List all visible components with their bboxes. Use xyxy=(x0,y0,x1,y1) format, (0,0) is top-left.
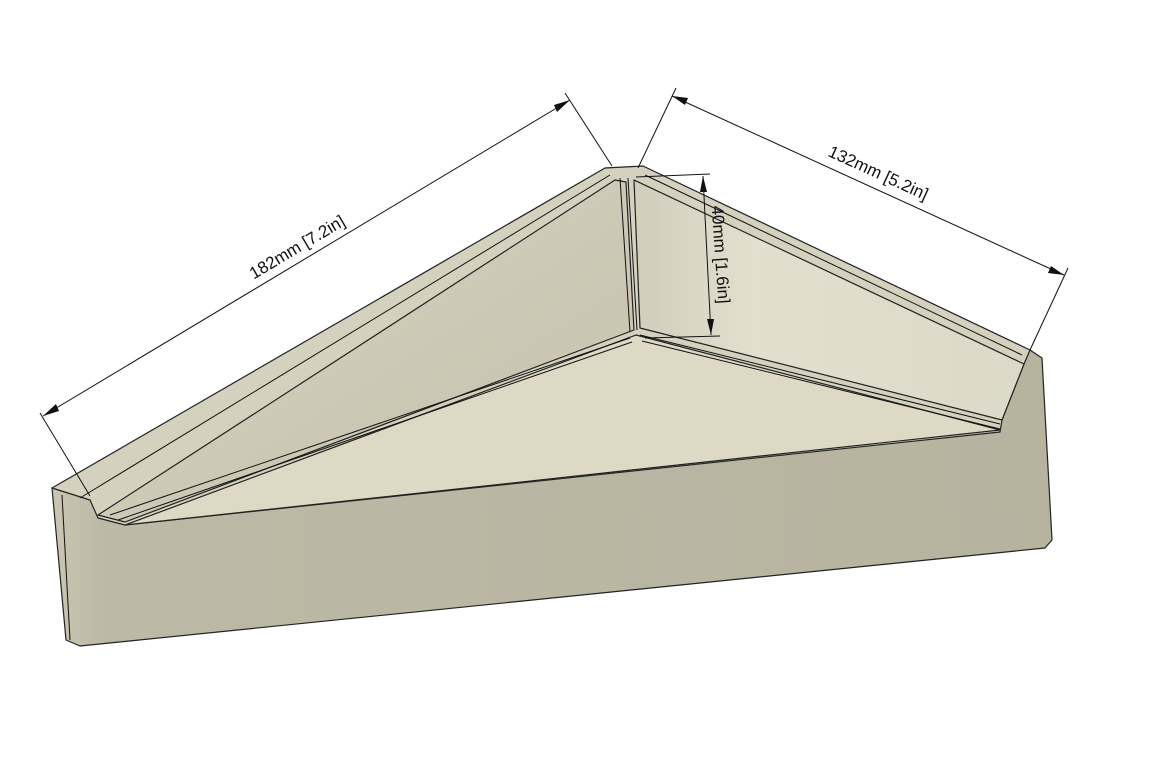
edge-details xyxy=(61,174,1023,641)
left-inner-wall xyxy=(97,179,635,523)
dimension-long-label: 182mm [7.2in] xyxy=(246,212,348,283)
right-inner-wall xyxy=(633,179,1025,421)
floor xyxy=(124,334,1001,526)
